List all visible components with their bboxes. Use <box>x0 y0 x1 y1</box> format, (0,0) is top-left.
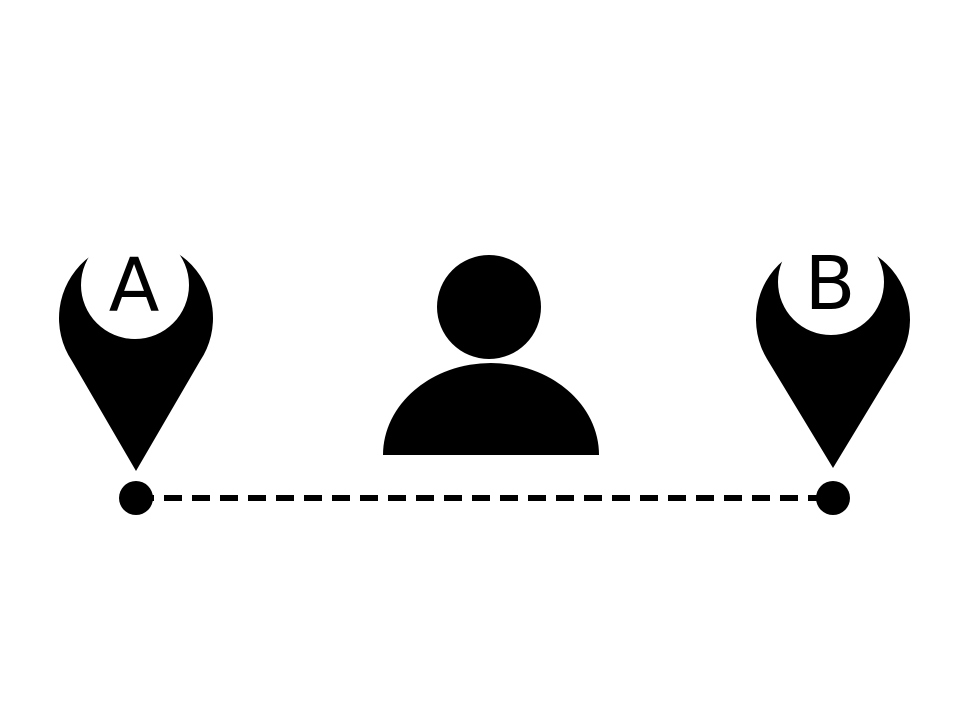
route-end-dot <box>816 481 850 515</box>
map-pin-a-label: A <box>109 243 160 329</box>
map-pin-b-icon: B <box>756 229 910 468</box>
person-head <box>437 255 541 359</box>
map-pin-a-icon: A <box>58 231 214 471</box>
person-body <box>383 363 599 455</box>
map-pin-b-badge <box>778 229 884 335</box>
map-pin-a-badge <box>81 231 189 339</box>
route-start-dot <box>119 481 153 515</box>
map-pin-b-label: B <box>805 241 856 327</box>
person-icon <box>383 255 599 455</box>
